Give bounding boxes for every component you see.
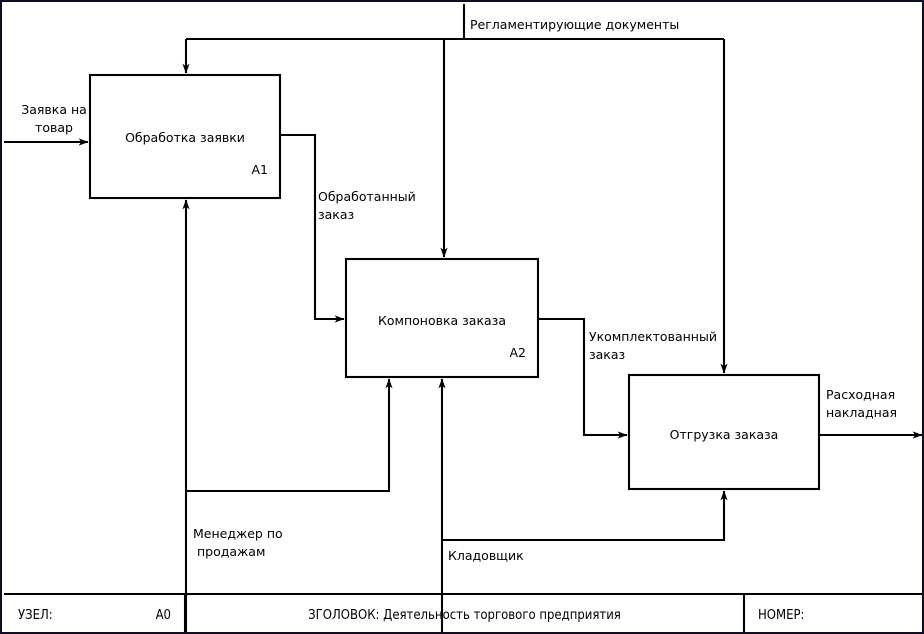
titlebar-node-cell: УЗЕЛ: A0 — [4, 594, 185, 632]
titlebar-number-cell: НОМЕР: — [744, 594, 922, 632]
box-a1-rect — [88, 73, 282, 200]
box-a1-code: A1 — [251, 162, 268, 177]
titlebar-title-text: ЗГОЛОВОК: Деятельность торгового предпри… — [308, 607, 621, 623]
mechanism-storekeeper-branch-a3 — [442, 490, 728, 542]
titlebar-node-value: A0 — [155, 607, 171, 623]
mechanism-sales-manager-branch-a2 — [186, 378, 393, 493]
box-a1-title: Обработка заявки — [125, 130, 245, 145]
label-input-goods-request: Заявка на товар — [21, 102, 87, 135]
label-mechanism-sales-manager: Менеджер по продажам — [193, 526, 283, 559]
titlebar-number-label: НОМЕР: — [758, 607, 805, 623]
label-mechanism-storekeeper: Кладовщик — [448, 548, 524, 563]
box-a2-title: Компоновка заказа — [378, 313, 506, 328]
label-processed-order: Обработанный заказ — [318, 189, 416, 222]
label-control-regulations: Регламентирующие документы — [470, 17, 680, 32]
arrow-processed-order — [280, 133, 345, 323]
box-a3-rect — [627, 373, 821, 491]
arrow-completed-order — [538, 317, 628, 439]
label-output-invoice: Расходная накладная — [826, 387, 898, 420]
titlebar-node-label: УЗЕЛ: — [18, 607, 53, 623]
box-a3-title: Отгрузка заказа — [669, 427, 779, 442]
label-completed-order: Укомплектованный заказ — [589, 329, 717, 362]
box-a2-code: A2 — [509, 345, 526, 360]
titlebar-title-cell: ЗГОЛОВОК: Деятельность торгового предпри… — [185, 594, 744, 632]
